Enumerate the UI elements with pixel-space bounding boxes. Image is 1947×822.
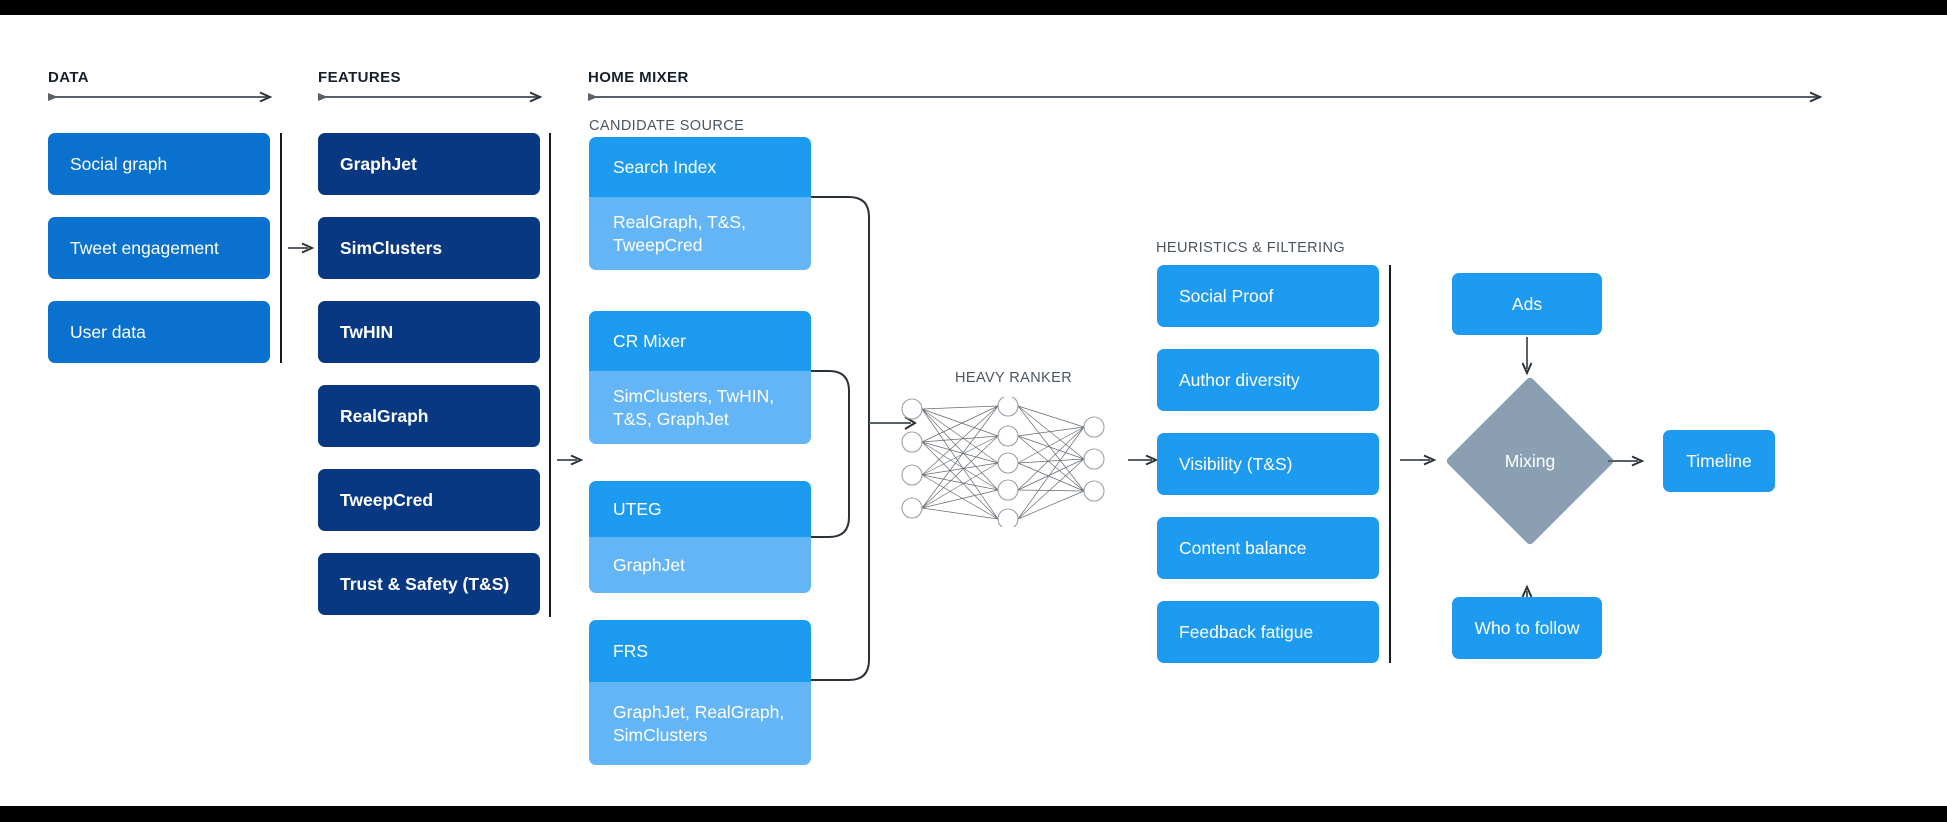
heavy-ranker-neural-network xyxy=(898,397,1118,527)
section-header-home-mixer: HOME MIXER xyxy=(588,69,689,86)
heuristic-box-author-diversity[interactable]: Author diversity xyxy=(1157,349,1379,411)
candidate-source-card-frs[interactable]: FRS GraphJet, RealGraph, SimClusters xyxy=(589,620,811,765)
arrow-data-to-features xyxy=(288,242,315,254)
data-axis-arrow xyxy=(48,91,276,103)
arrow-mixing-to-timeline xyxy=(1608,455,1645,467)
mixing-label: Mixing xyxy=(1504,450,1556,471)
candidate-source-card-search-index[interactable]: Search Index RealGraph, T&S, TweepCred xyxy=(589,137,811,270)
output-box-who-to-follow[interactable]: Who to follow xyxy=(1452,597,1602,659)
candidate-source-features: RealGraph, T&S, TweepCred xyxy=(589,197,811,270)
feature-box-trust-and-safety[interactable]: Trust & Safety (T&S) xyxy=(318,553,540,615)
data-box-tweet-engagement[interactable]: Tweet engagement xyxy=(48,217,270,279)
arrow-features-to-candidate-source xyxy=(557,454,584,466)
home-mixer-axis-arrow xyxy=(588,91,1826,103)
candidate-source-card-uteg[interactable]: UTEG GraphJet xyxy=(589,481,811,593)
data-box-social-graph[interactable]: Social graph xyxy=(48,133,270,195)
candidate-source-features: GraphJet xyxy=(589,537,811,593)
divider-data-features xyxy=(280,133,282,363)
heuristic-box-visibility[interactable]: Visibility (T&S) xyxy=(1157,433,1379,495)
feature-box-realgraph[interactable]: RealGraph xyxy=(318,385,540,447)
output-box-ads[interactable]: Ads xyxy=(1452,273,1602,335)
feature-box-twhin[interactable]: TwHIN xyxy=(318,301,540,363)
subsection-header-heavy-ranker: HEAVY RANKER xyxy=(955,370,1073,386)
output-box-timeline[interactable]: Timeline xyxy=(1663,430,1775,492)
candidate-source-card-cr-mixer[interactable]: CR Mixer SimClusters, TwHIN, T&S, GraphJ… xyxy=(589,311,811,444)
candidate-source-title: UTEG xyxy=(589,481,811,537)
features-axis-arrow xyxy=(318,91,546,103)
section-header-data: DATA xyxy=(48,69,90,86)
arrow-heuristics-to-mixing xyxy=(1400,454,1437,466)
divider-heuristics-mixing xyxy=(1389,265,1391,663)
subsection-header-heuristics: HEURISTICS & FILTERING xyxy=(1156,240,1345,256)
candidate-source-title: Search Index xyxy=(589,137,811,197)
candidate-source-title: CR Mixer xyxy=(589,311,811,371)
candidate-source-features: GraphJet, RealGraph, SimClusters xyxy=(589,682,811,765)
diagram-stage: DATA FEATURES HOME MIXER CANDIDATE SOURC… xyxy=(0,15,1947,806)
feature-box-simclusters[interactable]: SimClusters xyxy=(318,217,540,279)
arrow-ranker-to-heuristics xyxy=(1128,454,1159,466)
subsection-header-candidate-source: CANDIDATE SOURCE xyxy=(589,118,745,134)
feature-box-graphjet[interactable]: GraphJet xyxy=(318,133,540,195)
heuristic-box-content-balance[interactable]: Content balance xyxy=(1157,517,1379,579)
section-header-features: FEATURES xyxy=(318,69,401,86)
heuristic-box-feedback-fatigue[interactable]: Feedback fatigue xyxy=(1157,601,1379,663)
heuristic-box-social-proof[interactable]: Social Proof xyxy=(1157,265,1379,327)
candidate-source-features: SimClusters, TwHIN, T&S, GraphJet xyxy=(589,371,811,444)
feature-box-tweepcred[interactable]: TweepCred xyxy=(318,469,540,531)
data-box-user-data[interactable]: User data xyxy=(48,301,270,363)
divider-features-home-mixer xyxy=(549,133,551,617)
candidate-source-title: FRS xyxy=(589,620,811,682)
arrow-ads-to-mixing xyxy=(1521,337,1533,376)
connector-candidate-sources-to-ranker xyxy=(811,190,941,681)
diagram-canvas: DATA FEATURES HOME MIXER CANDIDATE SOURC… xyxy=(0,15,1947,806)
